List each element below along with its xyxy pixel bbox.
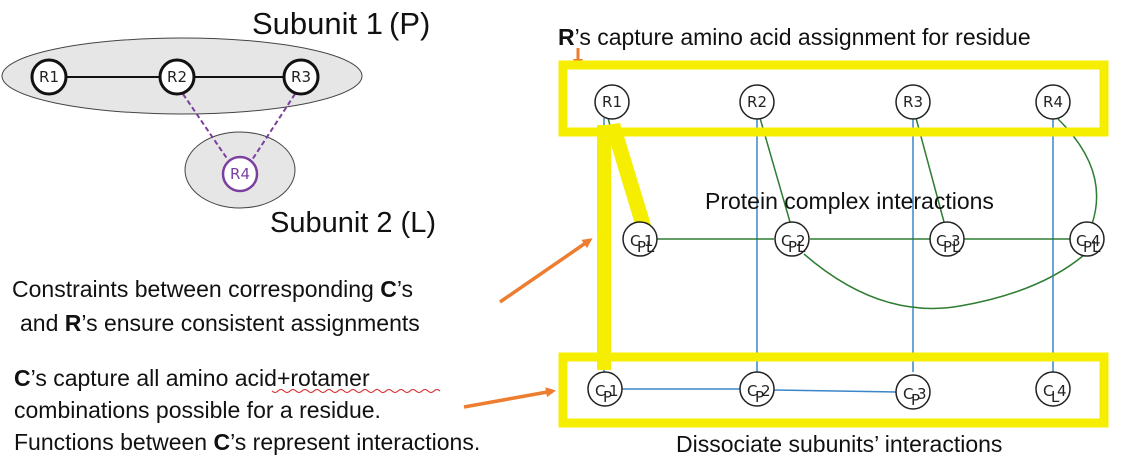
subunit-diagram: R1 R2 R3 R4 Subunit 1(P) Subunit 2(L) xyxy=(1,6,436,239)
left-node-r2: R2 xyxy=(158,58,196,96)
c-caption-line2: combinations possible for a residue. xyxy=(14,397,381,423)
svg-text:C: C xyxy=(903,385,913,403)
r-row-caption: R’s capture amino acid assignment for re… xyxy=(558,24,1031,50)
svg-text:R4: R4 xyxy=(230,165,250,183)
svg-text:PL: PL xyxy=(1083,238,1101,256)
constraints-caption-line2: and R’s ensure consistent assignments xyxy=(20,310,420,336)
graph-node-cpl2: C PL 2 xyxy=(774,221,810,257)
c-row-arrow xyxy=(463,387,556,409)
subunit1-label: Subunit 1(P) xyxy=(252,6,430,41)
svg-text:C: C xyxy=(781,232,791,250)
graph-node-cp3: C P 3 xyxy=(895,374,931,410)
svg-text:C: C xyxy=(595,382,605,400)
svg-text:3: 3 xyxy=(951,232,961,250)
svg-text:R2: R2 xyxy=(167,68,187,86)
svg-text:P: P xyxy=(603,388,612,406)
svg-text:C: C xyxy=(1043,382,1053,400)
svg-text:C: C xyxy=(747,382,757,400)
svg-text:P: P xyxy=(755,388,764,406)
graph-node-cp2: C P 2 xyxy=(739,371,775,407)
r-row: R1 R2 R3 R4 xyxy=(594,84,1071,120)
dissociate-caption: Dissociate subunits’ interactions xyxy=(676,431,1002,457)
c-row: C P 1 C P 2 C P 3 C L 4 xyxy=(587,371,1071,410)
c-caption-line1: C’s capture all amino acid+rotamer xyxy=(14,365,370,391)
svg-text:P: P xyxy=(911,391,920,409)
r2-r4-edge xyxy=(182,93,229,161)
graph-node-cpl3: C PL 3 xyxy=(929,221,965,257)
svg-text:R3: R3 xyxy=(903,93,923,111)
graph-node-cpl1: C PL 1 xyxy=(622,221,658,257)
subunit2-label: Subunit 2(L) xyxy=(270,207,436,239)
svg-text:C: C xyxy=(630,232,640,250)
svg-text:PL: PL xyxy=(788,238,806,256)
svg-text:1: 1 xyxy=(644,232,654,250)
graph-node-r2: R2 xyxy=(739,84,775,120)
svg-text:L: L xyxy=(1051,388,1060,406)
left-captions: Constraints between corresponding C’s an… xyxy=(12,276,480,455)
vertical-highlight-bar xyxy=(597,125,611,370)
r-row-highlight xyxy=(558,60,1109,137)
spellcheck-underline xyxy=(271,389,441,393)
graph-node-cp1: C P 1 xyxy=(587,371,623,407)
svg-text:PL: PL xyxy=(637,238,655,256)
left-node-r1: R1 xyxy=(30,58,68,96)
svg-text:C: C xyxy=(936,232,946,250)
svg-text:2: 2 xyxy=(761,382,771,400)
svg-text:2: 2 xyxy=(796,232,806,250)
r3-r4-edge xyxy=(251,93,296,161)
svg-text:4: 4 xyxy=(1091,232,1101,250)
graph-node-r3: R3 xyxy=(895,84,931,120)
protein-complex-caption: Protein complex interactions xyxy=(705,188,994,214)
graph-node-cl4: C L 4 xyxy=(1035,371,1071,407)
c-caption-line3: Functions between C’s represent interact… xyxy=(14,429,480,455)
c-row-edges xyxy=(622,388,897,393)
svg-text:R1: R1 xyxy=(39,68,59,86)
c-row-highlight xyxy=(558,352,1109,428)
graph-node-r1: R1 xyxy=(594,84,630,120)
blue-vertical-edges xyxy=(603,118,1054,372)
yellow-highlights xyxy=(558,60,1109,428)
svg-text:C: C xyxy=(1076,232,1086,250)
constraints-arrow xyxy=(499,238,593,304)
svg-text:1: 1 xyxy=(609,382,619,400)
svg-text:PL: PL xyxy=(943,238,961,256)
svg-text:R4: R4 xyxy=(1043,93,1063,111)
svg-text:R3: R3 xyxy=(291,68,311,86)
svg-text:4: 4 xyxy=(1057,382,1067,400)
graph-node-cpl4: C PL 4 xyxy=(1069,221,1105,257)
diagonal-highlight-bar xyxy=(605,123,652,231)
svg-text:R2: R2 xyxy=(747,93,767,111)
cpl-row: C PL 1 C PL 2 C PL 3 C PL 4 xyxy=(622,221,1105,257)
svg-text:R1: R1 xyxy=(602,93,622,111)
svg-text:3: 3 xyxy=(917,385,927,403)
left-node-r3: R3 xyxy=(282,58,320,96)
constraints-caption-line1: Constraints between corresponding C’s xyxy=(12,276,413,302)
graph-node-r4: R4 xyxy=(1035,84,1071,120)
left-node-r4: R4 xyxy=(221,155,259,193)
